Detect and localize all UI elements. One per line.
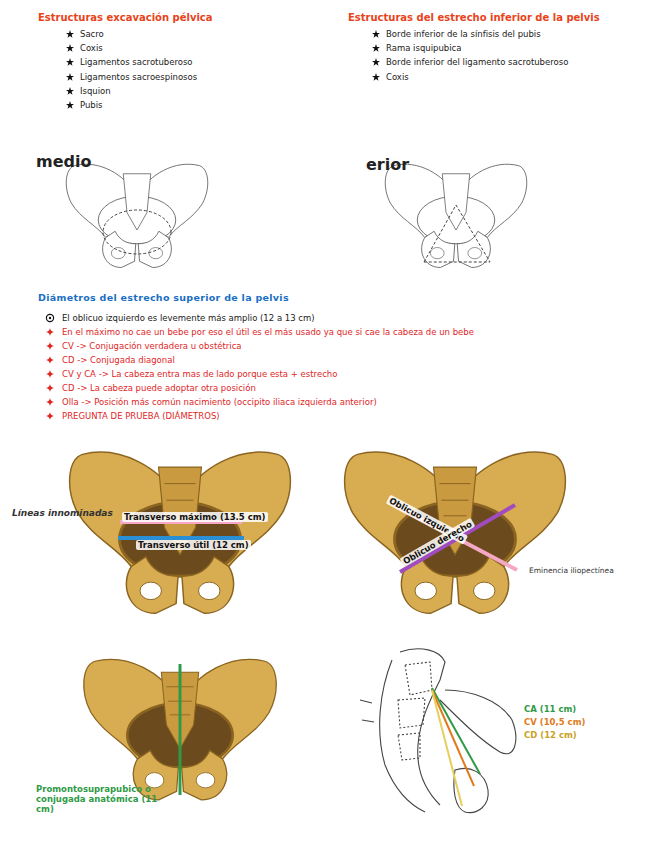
drawing-line <box>432 688 480 774</box>
drawing-use <box>66 73 74 81</box>
note-line: CD -> La cabeza puede adoptar otra posic… <box>62 383 256 393</box>
drawing-circle <box>46 314 53 321</box>
legend-text: CD (12 cm) <box>524 730 577 740</box>
figure-label: Líneas innominadas <box>12 508 113 519</box>
drawing-line <box>432 690 462 806</box>
drawing-use <box>46 356 54 364</box>
note-line: En el máximo no cae un bebe por eso el ú… <box>62 327 474 337</box>
drawing-path <box>398 733 420 760</box>
drawing-line <box>179 664 182 795</box>
pelvis-midplane-drawing <box>66 164 208 267</box>
drawing-path <box>454 768 488 812</box>
conjugate-lines <box>432 688 480 806</box>
drawing-use <box>345 452 566 613</box>
drawing-use <box>66 58 74 66</box>
drawing-use <box>372 30 380 38</box>
drawing-use <box>46 384 54 392</box>
drawing-path <box>398 698 425 728</box>
figure-caption: erior <box>366 155 409 174</box>
note-line: CV -> Conjugación verdadera u obstétrica <box>62 341 242 351</box>
pelvis-transverse <box>70 452 291 613</box>
drawing-use <box>46 328 54 336</box>
list-item: Rama isquipubica <box>386 43 461 53</box>
drawing-use <box>46 370 54 378</box>
list-item: Borde inferior de la sínfisis del pubis <box>386 29 541 39</box>
drawing-use <box>46 398 54 406</box>
diameter-label: Transverso máximo (13.5 cm) <box>122 512 268 522</box>
list-item: Coxis <box>386 72 409 82</box>
list-item: Sacro <box>80 29 104 39</box>
drawing-path <box>400 649 445 805</box>
list-item: Ligamentos sacroespinosos <box>80 72 197 82</box>
drawing-path <box>424 205 490 262</box>
figure-caption: medio <box>36 152 91 171</box>
list-item: Ligamentos sacrotuberoso <box>80 57 193 67</box>
figure-label: Eminencia iliopectínea <box>528 566 615 575</box>
drawing-use <box>66 44 74 52</box>
drawing-use <box>70 452 291 613</box>
pelvis-conjugate <box>84 659 276 799</box>
drawing-ellipse <box>103 210 171 254</box>
drawing-use <box>66 101 74 109</box>
drawing-use <box>66 164 208 267</box>
pelvis-outlet-drawing <box>385 164 527 267</box>
pelvis-oblique <box>345 452 566 613</box>
diameter-label: Promontosuprapubico o conjugada anatómic… <box>36 784 158 815</box>
drawing-use <box>372 73 380 81</box>
list-item: Pubis <box>80 100 103 110</box>
drawing-circle <box>49 317 51 319</box>
section-heading: Estructuras del estrecho inferior de la … <box>348 12 600 24</box>
drawing-use <box>385 164 527 267</box>
drawing-use <box>46 342 54 350</box>
legend-text: CA (11 cm) <box>524 704 576 714</box>
drawing-use <box>372 44 380 52</box>
star-bullets <box>66 30 380 109</box>
section-heading: Estructuras excavación pélvica <box>38 12 213 24</box>
drawing-path <box>380 660 425 812</box>
note-line: El oblicuo izquierdo es levemente más am… <box>62 313 315 323</box>
legend-text: CV (10,5 cm) <box>524 717 585 727</box>
sagittal-pelvis <box>360 649 516 813</box>
drawing-use <box>372 58 380 66</box>
note-line: CD -> Conjugada diagonal <box>62 355 175 365</box>
drawing-use <box>66 30 74 38</box>
section-heading: Diámetros del estrecho superior de la pe… <box>38 292 289 303</box>
diameter-label: Transverso útil (12 cm) <box>136 540 251 550</box>
list-item: Borde inferior del ligamento sacrotubero… <box>386 57 568 67</box>
section-bullets <box>46 314 54 420</box>
list-item: Coxis <box>80 43 103 53</box>
note-line: CV y CA -> La cabeza entra mas de lado p… <box>62 369 337 379</box>
drawing-path <box>360 700 374 722</box>
drawing-path <box>405 662 432 695</box>
drawing-use <box>46 412 54 420</box>
drawing-use <box>66 87 74 95</box>
list-item: Isquion <box>80 86 111 96</box>
note-line: PREGUNTA DE PRUEBA (DIÁMETROS) <box>62 411 220 421</box>
note-line: Olla -> Posición más común nacimiento (o… <box>62 397 377 407</box>
drawing-use <box>84 659 276 799</box>
